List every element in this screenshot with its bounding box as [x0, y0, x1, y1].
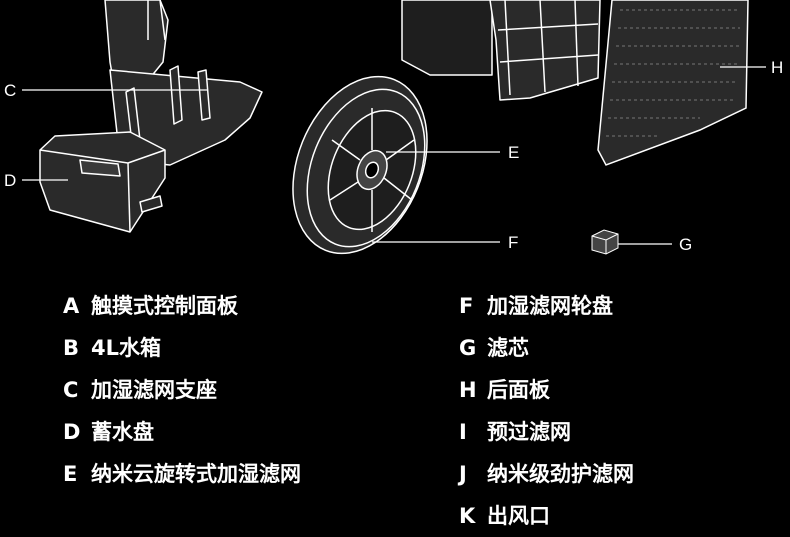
- legend-item-i: I 预过滤网: [459, 411, 634, 453]
- legend-key: J: [459, 462, 467, 486]
- legend-item-g: G 滤芯: [459, 327, 634, 369]
- callout-g: G: [679, 235, 692, 254]
- legend-text: 后面板: [487, 378, 550, 402]
- legend-item-a: A 触摸式控制面板: [63, 285, 301, 327]
- legend-key: I: [459, 420, 467, 444]
- rear-panel-part: [597, 0, 749, 166]
- exploded-parts-diagram: C D E F G H: [4, 0, 783, 255]
- legend-text: 预过滤网: [487, 420, 571, 444]
- callout-f: F: [508, 233, 518, 252]
- filter-wheel-part: [292, 75, 428, 255]
- legend-text: 出风口: [487, 504, 550, 528]
- legend-text: 触摸式控制面板: [91, 294, 238, 318]
- legend-left-column: A 触摸式控制面板 B 4L水箱 C 加湿滤网支座 D 蓄水盘 E 纳米云旋转式加湿滤网: [63, 285, 301, 495]
- legend-key: E: [63, 462, 78, 486]
- callout-h: H: [771, 58, 783, 77]
- legend-key: A: [63, 294, 80, 318]
- legend-item-b: B 4L水箱: [63, 327, 301, 369]
- callout-e: E: [508, 143, 519, 162]
- callout-d: D: [4, 171, 16, 190]
- legend-item-c: C 加湿滤网支座: [63, 369, 301, 411]
- legend-text: 蓄水盘: [91, 420, 154, 444]
- callout-c: C: [4, 81, 16, 100]
- legend-key: D: [63, 420, 81, 444]
- legend-item-d: D 蓄水盘: [63, 411, 301, 453]
- legend-text: 加湿滤网轮盘: [487, 294, 613, 318]
- legend-text: 4L水箱: [91, 336, 161, 360]
- legend-text: 滤芯: [487, 336, 529, 360]
- filter-cartridge-part: [591, 229, 619, 255]
- legend-key: B: [63, 336, 80, 360]
- legend-key: F: [459, 294, 474, 318]
- water-tray-part: [39, 131, 166, 233]
- legend-item-f: F 加湿滤网轮盘: [459, 285, 634, 327]
- filter-panels-part: [401, 0, 601, 101]
- legend-text: 纳米云旋转式加湿滤网: [91, 462, 301, 486]
- legend-key: C: [63, 378, 79, 402]
- legend-key: G: [459, 336, 477, 360]
- legend-item-e: E 纳米云旋转式加湿滤网: [63, 453, 301, 495]
- legend-key: H: [459, 378, 477, 402]
- legend-item-k: K 出风口: [459, 495, 634, 537]
- legend-item-j: J 纳米级劲护滤网: [459, 453, 634, 495]
- legend-key: K: [459, 504, 476, 528]
- leader-lines: [22, 66, 766, 245]
- legend-right-column: F 加湿滤网轮盘 G 滤芯 H 后面板 I 预过滤网 J 纳米级劲护滤网 K 出风口: [459, 285, 634, 537]
- legend-text: 纳米级劲护滤网: [487, 462, 634, 486]
- legend-item-h: H 后面板: [459, 369, 634, 411]
- legend-text: 加湿滤网支座: [91, 378, 217, 402]
